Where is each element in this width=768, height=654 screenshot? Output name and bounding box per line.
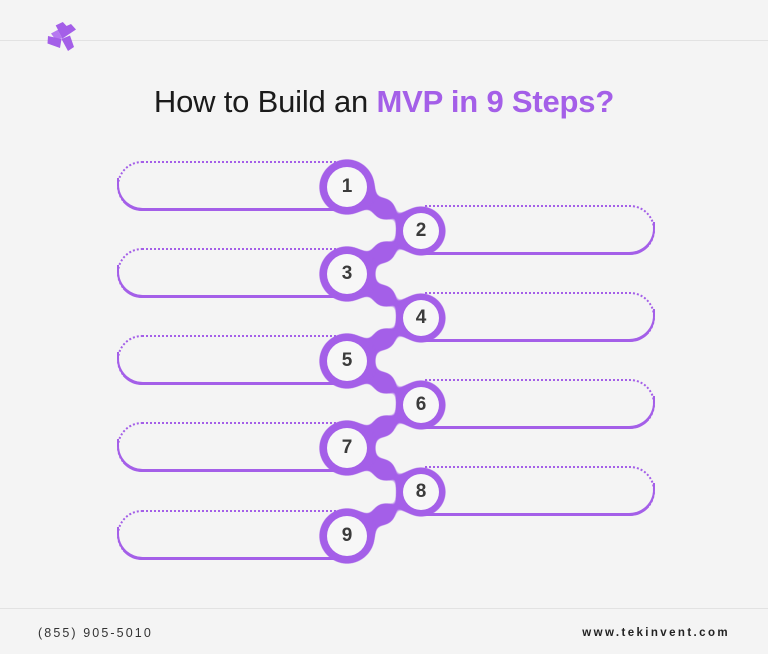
step-number-9[interactable]: 9: [341, 525, 353, 546]
step-box-3[interactable]: [117, 248, 347, 298]
step-box-1[interactable]: [117, 161, 347, 211]
page-header: [0, 0, 768, 80]
page-footer: (855) 905-5010 www.tekinvent.com: [0, 608, 768, 654]
footer-divider: [0, 608, 768, 609]
page-title: How to Build an MVP in 9 Steps?: [0, 80, 768, 124]
step-number-4[interactable]: 4: [415, 307, 427, 328]
step-boxes: [0, 140, 768, 590]
step-box-9[interactable]: [117, 510, 347, 560]
step-number-3[interactable]: 3: [341, 263, 353, 284]
step-number-7[interactable]: 7: [341, 437, 353, 458]
footer-website[interactable]: www.tekinvent.com: [582, 627, 730, 639]
steps-diagram: 1 2 3 4 5 6 7 8 9: [0, 140, 768, 590]
step-number-5[interactable]: 5: [341, 350, 353, 371]
step-number-2[interactable]: 2: [415, 220, 427, 241]
step-box-2[interactable]: [425, 205, 655, 255]
step-box-4[interactable]: [425, 292, 655, 342]
page-title-accent: MVP in 9 Steps?: [376, 84, 615, 119]
header-divider: [0, 40, 768, 41]
step-box-6[interactable]: [425, 379, 655, 429]
step-number-8[interactable]: 8: [415, 481, 427, 502]
step-box-5[interactable]: [117, 335, 347, 385]
step-number-6[interactable]: 6: [415, 394, 427, 415]
page-title-lead: How to Build an: [153, 84, 377, 119]
step-box-7[interactable]: [117, 422, 347, 472]
footer-phone[interactable]: (855) 905-5010: [38, 626, 153, 640]
tekinvent-pinwheel-logo[interactable]: [38, 16, 86, 64]
step-box-8[interactable]: [425, 466, 655, 516]
step-number-1[interactable]: 1: [341, 176, 353, 197]
